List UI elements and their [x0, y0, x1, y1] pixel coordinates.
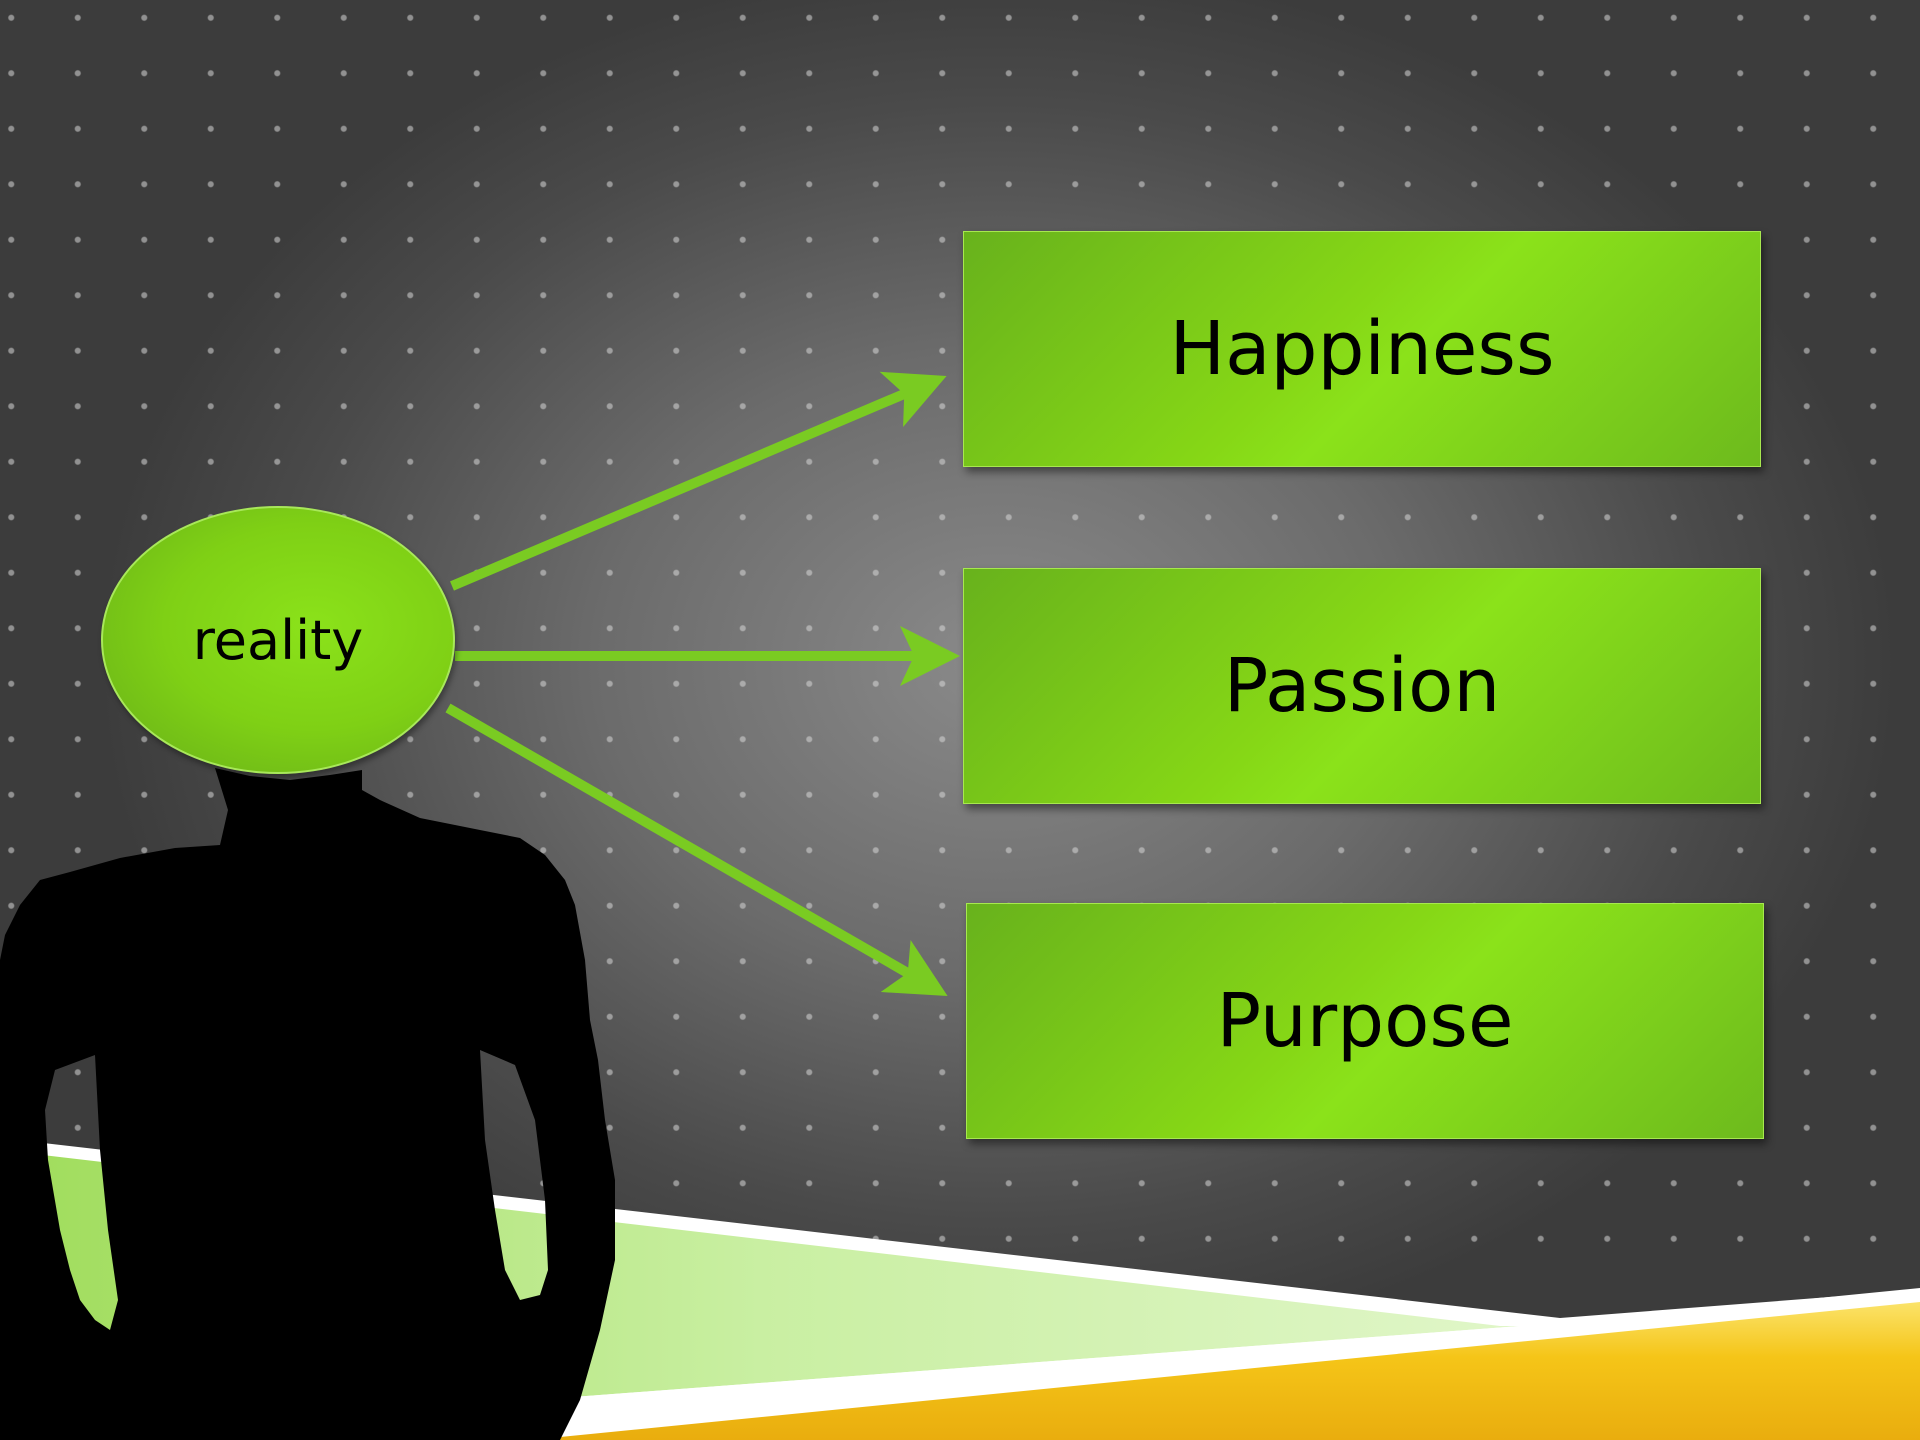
happiness-label: Happiness: [1169, 306, 1555, 392]
white-edge: [500, 1288, 1920, 1440]
reality-ellipse: reality: [101, 506, 455, 774]
purpose-label: Purpose: [1216, 978, 1514, 1064]
reality-label: reality: [192, 608, 364, 672]
arrow-to-happiness: [450, 371, 947, 591]
purpose-box: Purpose: [966, 903, 1764, 1139]
passion-box: Passion: [963, 568, 1761, 804]
passion-label: Passion: [1223, 643, 1501, 729]
happiness-box: Happiness: [963, 231, 1761, 467]
arrow-to-purpose: [445, 703, 948, 996]
yellow-band: [530, 1302, 1920, 1440]
